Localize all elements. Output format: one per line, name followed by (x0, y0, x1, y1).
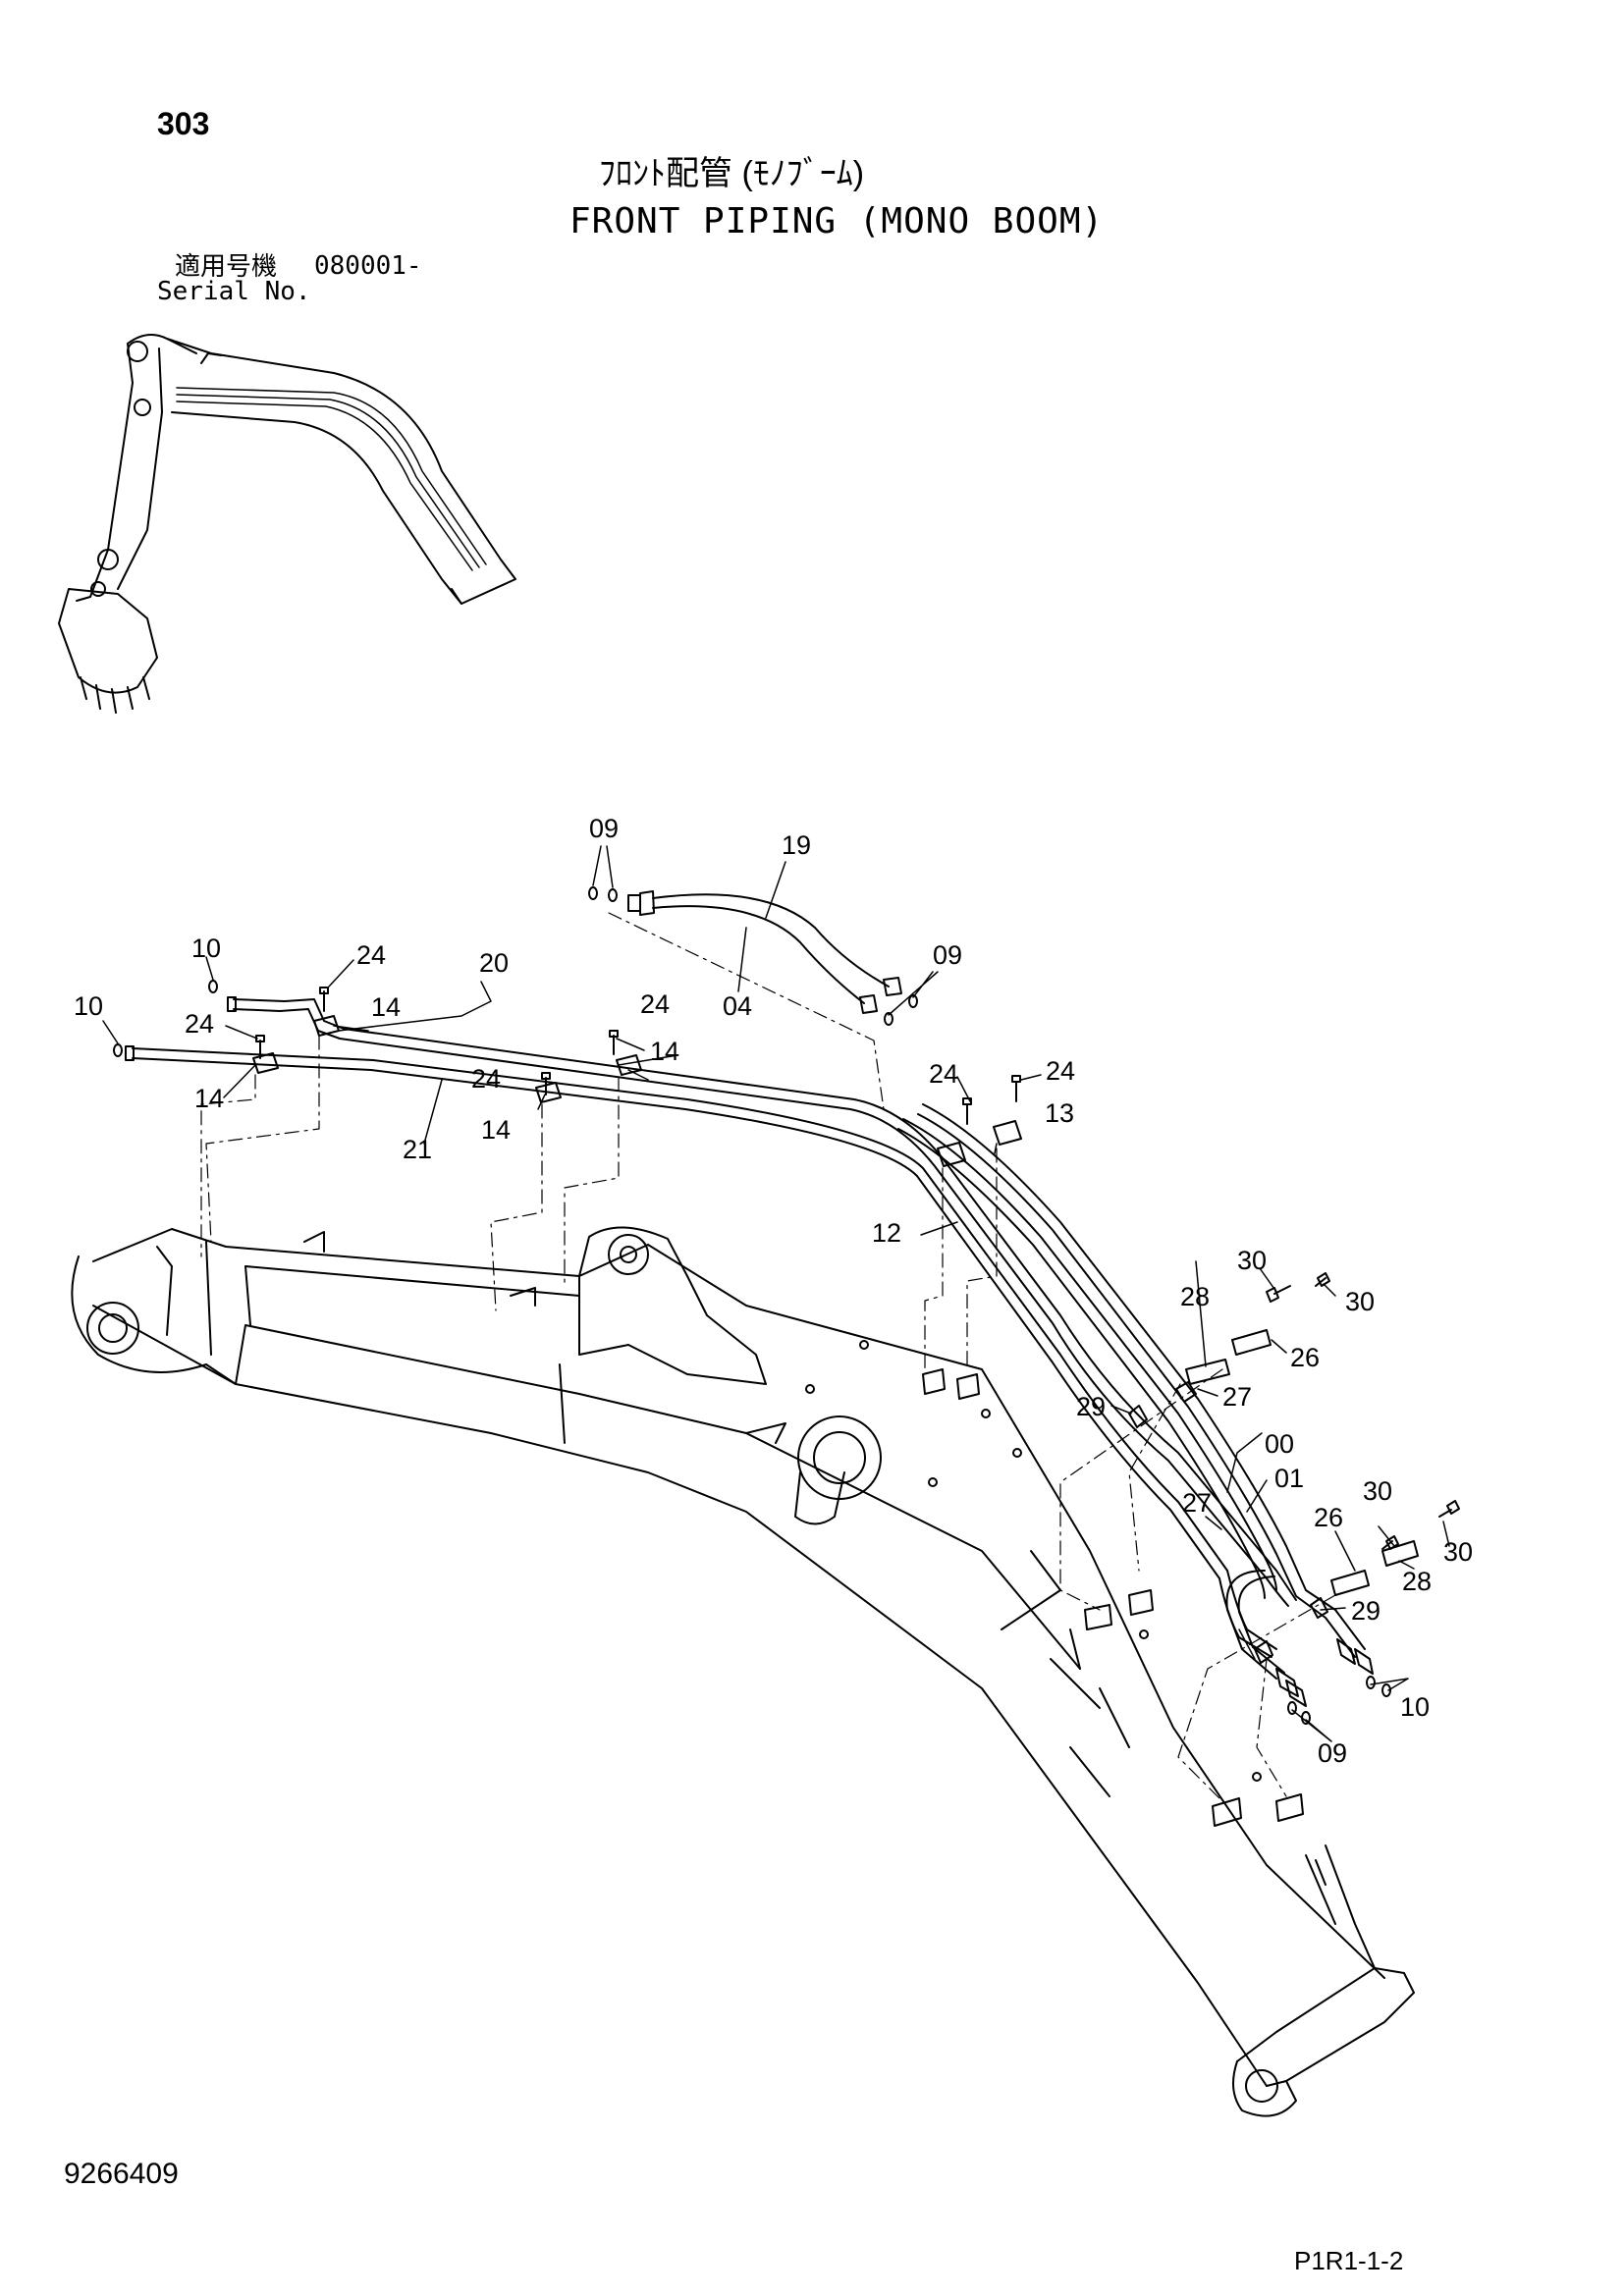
callout-10-c: 10 (1400, 1692, 1430, 1722)
hose-19-04 (588, 886, 918, 1026)
serial-label-japanese: 適用号機 (175, 251, 278, 281)
callout-13: 13 (1045, 1098, 1074, 1128)
callout-12: 12 (872, 1218, 901, 1248)
clamps (252, 1015, 1419, 1664)
callout-30-d: 30 (1443, 1537, 1473, 1567)
document-number: 9266409 (64, 2158, 179, 2190)
callout-28-b: 28 (1402, 1567, 1432, 1596)
callout-28-a: 28 (1180, 1282, 1210, 1311)
callout-30-c: 30 (1363, 1476, 1392, 1506)
callout-27-b: 27 (1182, 1488, 1212, 1518)
callout-10-b: 10 (74, 991, 103, 1021)
callout-24-f: 24 (1046, 1056, 1075, 1086)
callout-26-a: 26 (1290, 1343, 1320, 1372)
pipes-00-01 (897, 1103, 1391, 1725)
callout-14-b: 14 (194, 1084, 224, 1113)
callout-24-e: 24 (929, 1059, 958, 1089)
pipe-20 (227, 996, 1297, 1607)
page-number: 303 (157, 106, 210, 141)
serial-number: 080001- (314, 251, 422, 281)
callout-24-b: 24 (185, 1009, 214, 1039)
callout-04: 04 (723, 991, 752, 1021)
callout-01: 01 (1274, 1464, 1304, 1493)
callout-19: 19 (782, 830, 811, 860)
callout-24-c: 24 (640, 989, 670, 1019)
serial-label-english: Serial No. (157, 277, 311, 306)
page-code: P1R1-1-2 (1294, 2246, 1404, 2275)
callout-30-a: 30 (1237, 1246, 1267, 1275)
callout-21: 21 (403, 1135, 432, 1164)
callout-24-d: 24 (471, 1064, 501, 1094)
callout-27-a: 27 (1222, 1382, 1252, 1412)
callout-14-c: 14 (650, 1037, 679, 1066)
leader-lines (102, 845, 1450, 1742)
callout-30-b: 30 (1345, 1287, 1375, 1316)
callout-09-bottom: 09 (1318, 1738, 1347, 1768)
callout-14-a: 14 (371, 992, 401, 1022)
callout-09-top: 09 (589, 814, 619, 843)
title-english: FRONT PIPING (MONO BOOM) (569, 201, 1105, 241)
bolts (113, 980, 1460, 1550)
pipe-21 (125, 1045, 1277, 1658)
title-japanese: ﾌﾛﾝﾄ配管 (ﾓﾉﾌﾞｰﾑ) (599, 155, 865, 192)
callout-numbers: 09 19 04 09 10 10 24 24 24 24 24 24 20 2… (74, 814, 1473, 1768)
projection-lines (200, 912, 1336, 1807)
callout-29-b: 29 (1351, 1596, 1380, 1626)
excavator-overview-inset (58, 334, 516, 714)
callout-20: 20 (479, 948, 509, 978)
callout-14-d: 14 (481, 1115, 511, 1145)
callout-26-b: 26 (1314, 1503, 1343, 1532)
callout-24-a: 24 (356, 940, 386, 970)
callout-29-a: 29 (1076, 1392, 1106, 1421)
callout-10-a: 10 (191, 934, 221, 963)
mono-boom (71, 1226, 1415, 2117)
callout-09-right: 09 (933, 940, 962, 970)
callout-00: 00 (1265, 1429, 1294, 1459)
